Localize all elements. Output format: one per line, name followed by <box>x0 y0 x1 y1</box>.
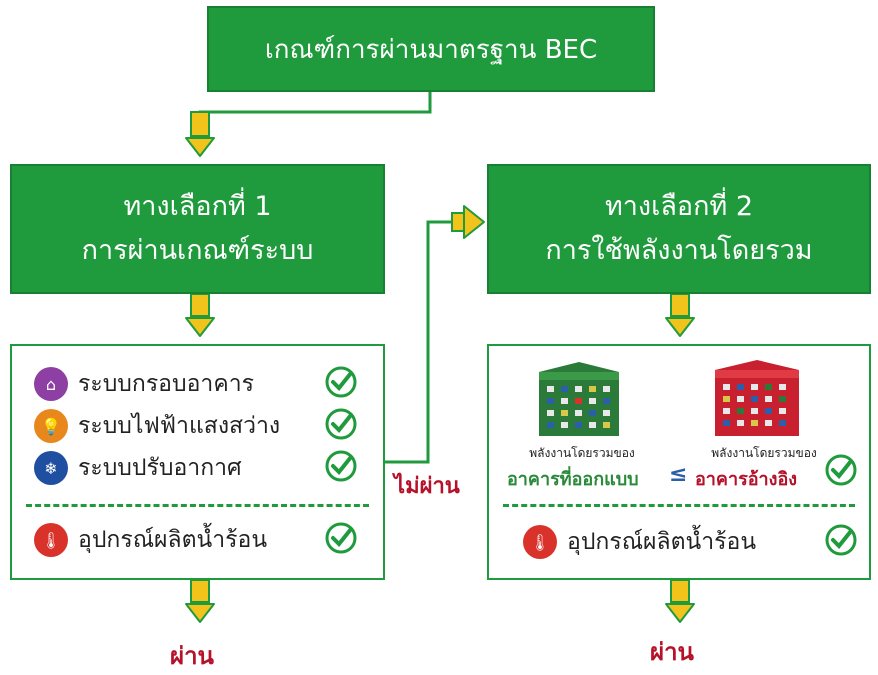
option1-criteria-box: ⌂ ระบบกรอบอาคาร 💡 ระบบไฟฟ้าแสงสว่าง ❄ ระ… <box>10 344 385 580</box>
check-icon <box>325 450 357 482</box>
connector-fail-path <box>385 220 452 464</box>
option1-result: ผ่าน <box>170 642 214 670</box>
arrow-right-fail <box>451 205 485 239</box>
design-caption: พลังงานโดยรวมของ <box>529 446 635 460</box>
arrow-down-2 <box>185 317 215 337</box>
thermometer-icon: 🌡 <box>523 525 557 559</box>
criteria-row-envelope: ⌂ ระบบกรอบอาคาร <box>34 366 254 402</box>
design-building-icon <box>539 362 619 436</box>
reference-building-icon <box>715 360 799 436</box>
connector-header-option1 <box>198 90 432 135</box>
option2-title: ทางเลือกที่ 2 <box>604 191 754 222</box>
arrow-down-3 <box>185 603 215 623</box>
check-icon <box>825 524 857 556</box>
water-heater-label-1: อุปกรณ์ผลิตน้ำร้อน <box>78 527 268 553</box>
check-icon <box>325 366 357 398</box>
fail-label: ไม่ผ่าน <box>394 474 460 499</box>
lightbulb-icon: 💡 <box>34 409 68 443</box>
arrow-down-5 <box>665 603 695 623</box>
water-heater-row-1: 🌡 อุปกรณ์ผลิตน้ำร้อน <box>34 522 267 558</box>
criteria-row-lighting: 💡 ระบบไฟฟ้าแสงสว่าง <box>34 408 280 444</box>
compare-symbol: ≤ <box>669 462 688 487</box>
water-heater-row-2: 🌡 อุปกรณ์ผลิตน้ำร้อน <box>523 524 756 560</box>
thermometer-icon: 🌡 <box>34 523 68 557</box>
divider <box>503 504 855 507</box>
divider <box>26 504 369 507</box>
water-heater-label-2: อุปกรณ์ผลิตน้ำร้อน <box>567 529 757 555</box>
arrow-down-4 <box>665 317 695 337</box>
snowflake-icon: ❄ <box>34 451 68 485</box>
criteria-row-aircon: ❄ ระบบปรับอากาศ <box>34 450 242 486</box>
option2-result: ผ่าน <box>650 638 694 666</box>
arrow-down-1 <box>185 137 215 157</box>
option2-energy-box: พลังงานโดยรวมของ อาคารที่ออกแบบ ≤ พลังงา… <box>487 344 871 580</box>
reference-name: อาคารอ้างอิง <box>695 469 798 490</box>
option1-subtitle: การผ่านเกณฑ์ระบบ <box>81 235 314 266</box>
header-box: เกณฑ์การผ่านมาตรฐาน BEC <box>207 6 655 92</box>
option1-title: ทางเลือกที่ 1 <box>123 191 272 222</box>
option1-box: ทางเลือกที่ 1 การผ่านเกณฑ์ระบบ <box>10 164 385 294</box>
option2-box: ทางเลือกที่ 2 การใช้พลังงานโดยรวม <box>487 164 871 294</box>
option2-subtitle: การใช้พลังงานโดยรวม <box>545 235 813 266</box>
building-envelope-icon: ⌂ <box>34 367 68 401</box>
check-icon <box>325 408 357 440</box>
check-icon <box>825 454 857 486</box>
criteria-label-lighting: ระบบไฟฟ้าแสงสว่าง <box>78 413 281 439</box>
check-icon <box>325 522 357 554</box>
header-title: เกณฑ์การผ่านมาตรฐาน BEC <box>264 34 598 65</box>
reference-caption: พลังงานโดยรวมของ <box>711 446 817 460</box>
design-name: อาคารที่ออกแบบ <box>507 469 639 490</box>
criteria-label-envelope: ระบบกรอบอาคาร <box>78 371 254 397</box>
criteria-label-aircon: ระบบปรับอากาศ <box>78 455 242 481</box>
